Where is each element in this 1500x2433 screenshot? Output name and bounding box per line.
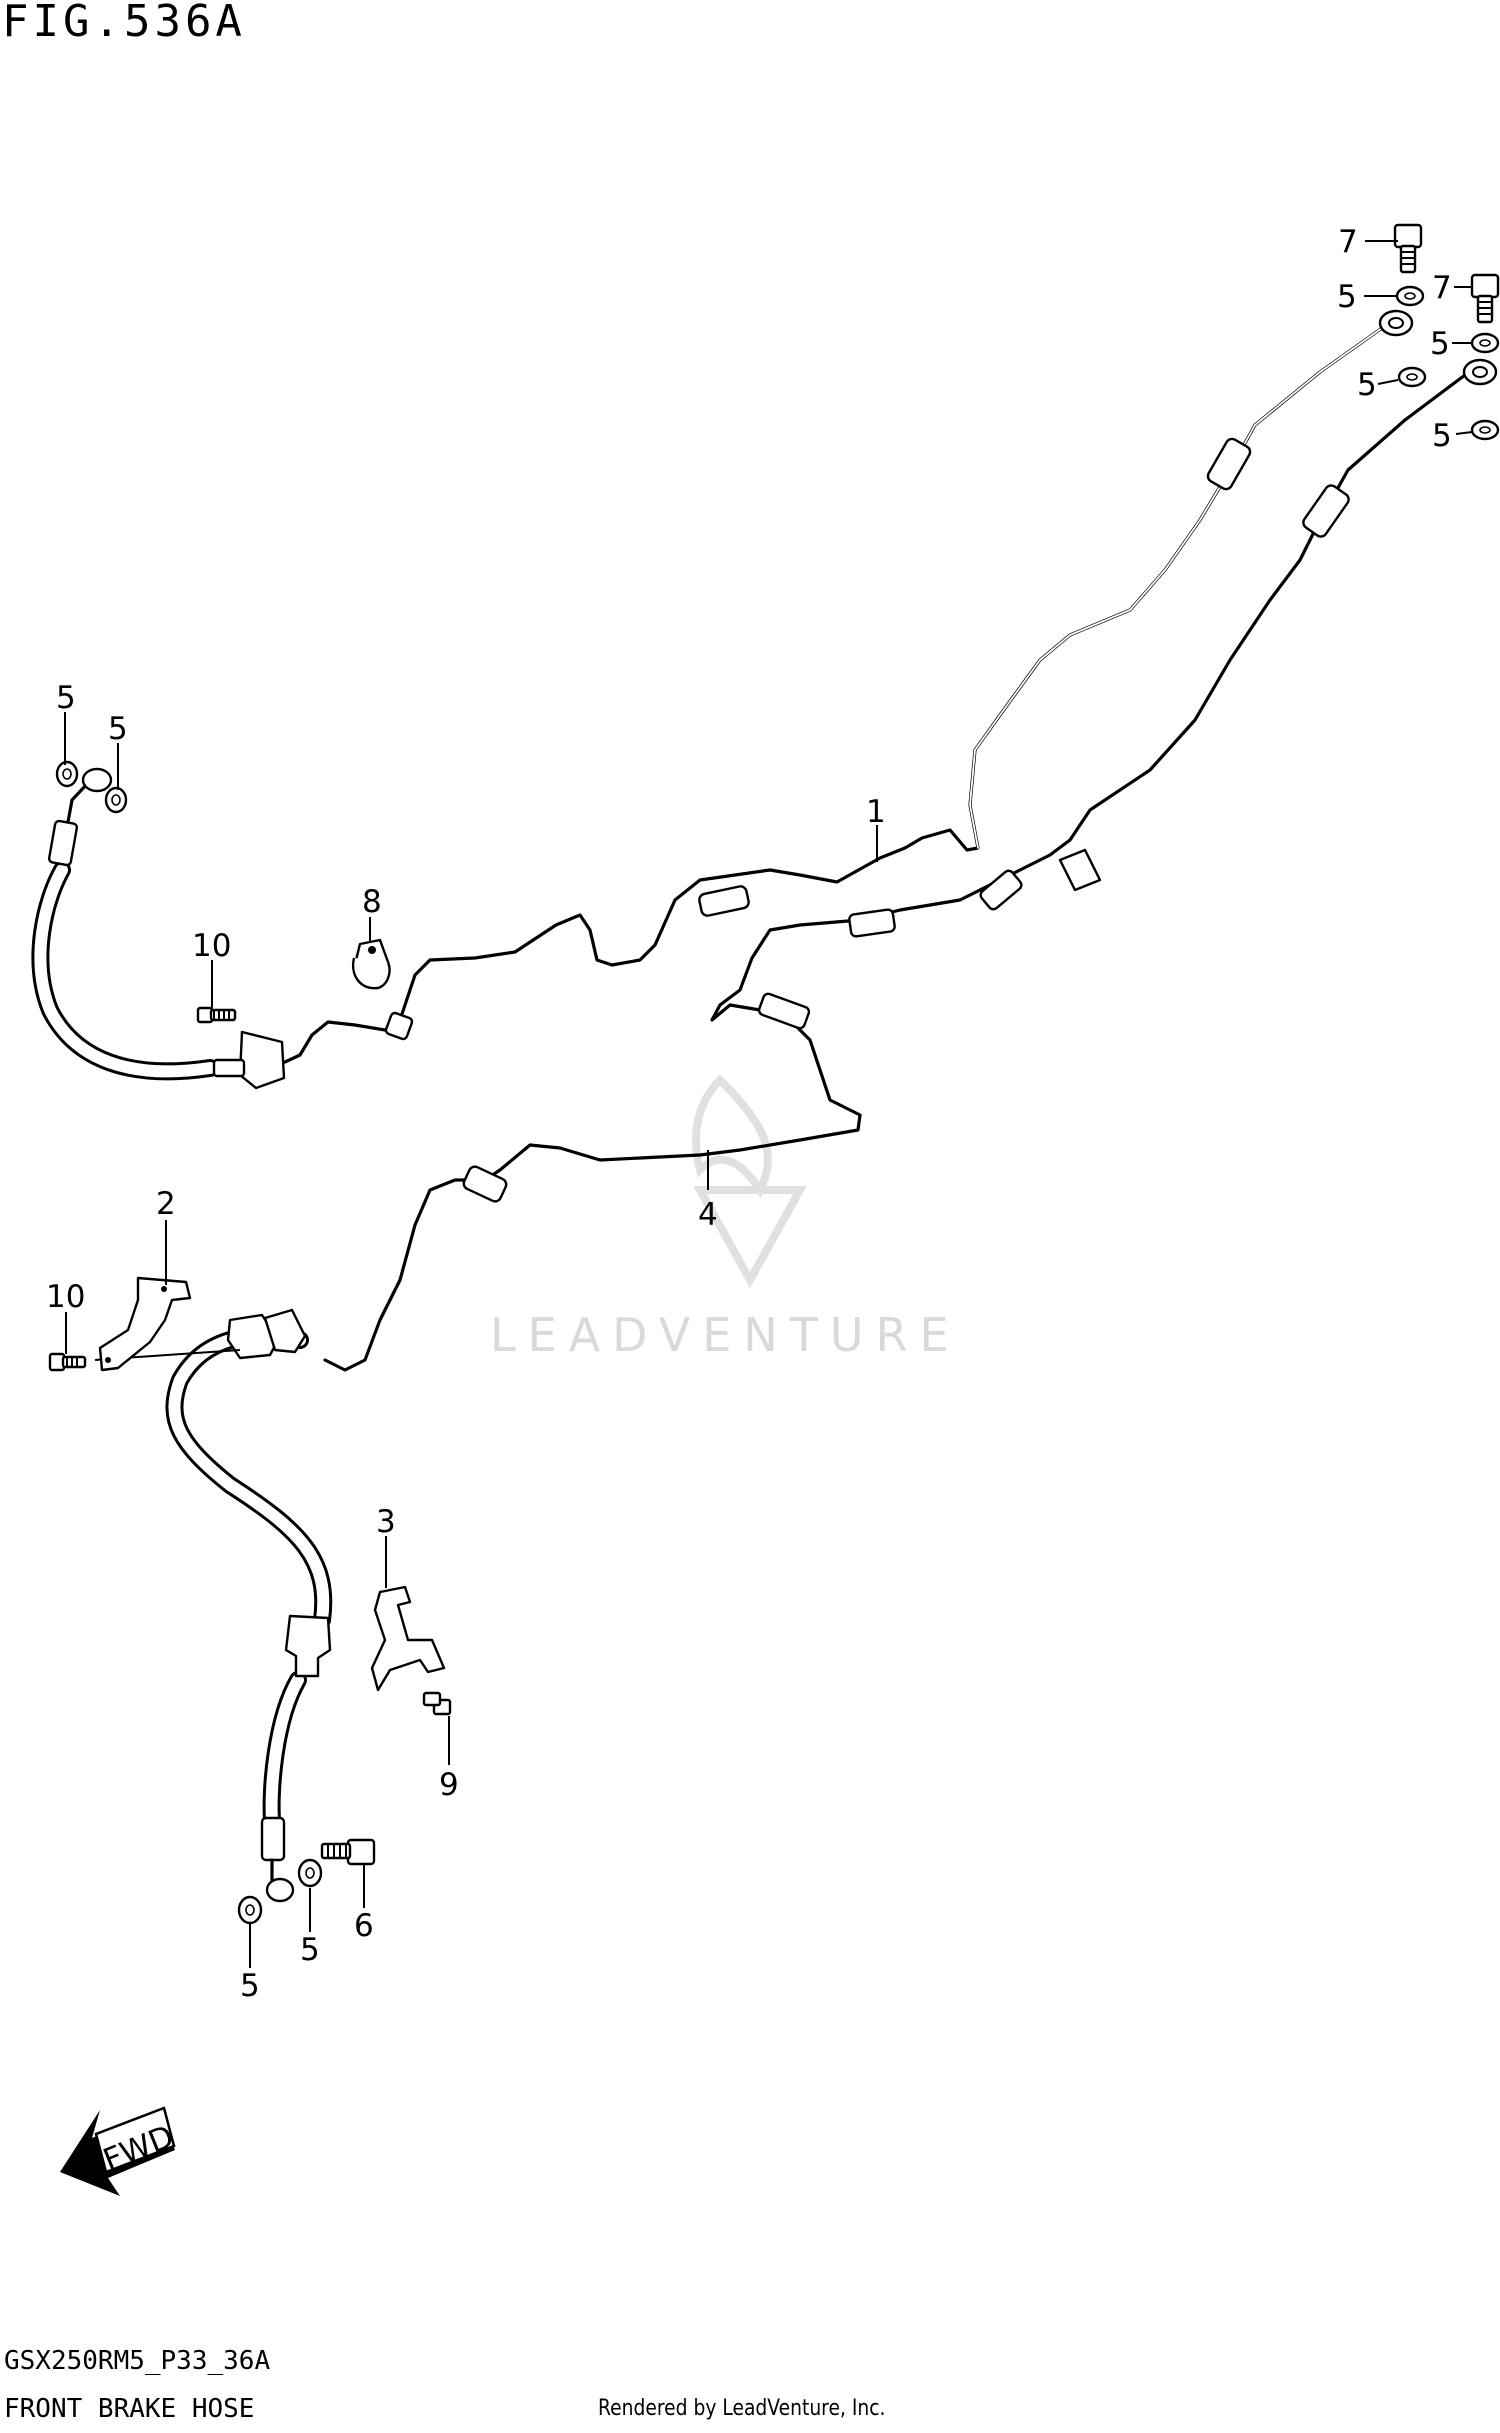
diagram-code: GSX250RM5_P33_36A	[4, 2346, 271, 2376]
callout-6: 6	[354, 1908, 374, 1944]
callout-labels: 7 5 7 5 5 5 5 5 1 8 10 4 2 10 3 9 6 5 5	[46, 224, 1452, 2004]
callout-1: 1	[866, 794, 886, 830]
bracket-3[interactable]	[370, 1585, 446, 1692]
brake-hose-lower[interactable]	[94, 1308, 333, 1903]
clamp-8[interactable]	[351, 938, 391, 990]
gasket-5-group[interactable]	[55, 285, 1500, 1925]
callout-8: 8	[362, 884, 382, 920]
callout-9: 9	[439, 1767, 459, 1803]
bolt-9[interactable]	[422, 1691, 452, 1716]
brake-pipe-1[interactable]	[248, 309, 1414, 1072]
brake-pipe-4[interactable]	[323, 358, 1498, 1372]
callout-5: 5	[1430, 326, 1450, 362]
callout-7: 7	[1432, 270, 1452, 306]
callout-5: 5	[108, 711, 128, 747]
watermark-logo	[692, 1074, 807, 1289]
figure-title: FIG.536A	[2, 0, 246, 47]
callout-5: 5	[1357, 367, 1377, 403]
bracket-2[interactable]	[98, 1276, 192, 1372]
union-bolt-7-left[interactable]	[1393, 223, 1423, 274]
callout-2: 2	[156, 1186, 176, 1222]
union-bolt-6[interactable]	[320, 1838, 376, 1866]
leader-lines	[64, 240, 1473, 1968]
callout-3: 3	[376, 1504, 396, 1540]
brake-hose-upper-left[interactable]	[31, 767, 286, 1090]
callout-5: 5	[56, 680, 76, 716]
callout-5: 5	[1432, 418, 1452, 454]
union-bolt-7-right[interactable]	[1470, 273, 1500, 324]
callout-5: 5	[1337, 279, 1357, 315]
diagram-caption: FRONT BRAKE HOSE	[4, 2394, 255, 2424]
callout-5: 5	[240, 1968, 260, 2004]
callout-7: 7	[1338, 224, 1358, 260]
bolt-10-upper[interactable]	[196, 1006, 237, 1024]
fwd-arrow-icon: FWD	[60, 2106, 179, 2196]
callout-10: 10	[192, 928, 231, 964]
watermark-text: LEADVENTURE	[490, 1308, 961, 1362]
bolt-10-lower[interactable]	[48, 1352, 87, 1372]
callout-5: 5	[300, 1932, 320, 1968]
rendered-by: Rendered by LeadVenture, Inc.	[598, 2396, 886, 2421]
callout-10: 10	[46, 1279, 85, 1315]
callout-4: 4	[698, 1197, 718, 1233]
